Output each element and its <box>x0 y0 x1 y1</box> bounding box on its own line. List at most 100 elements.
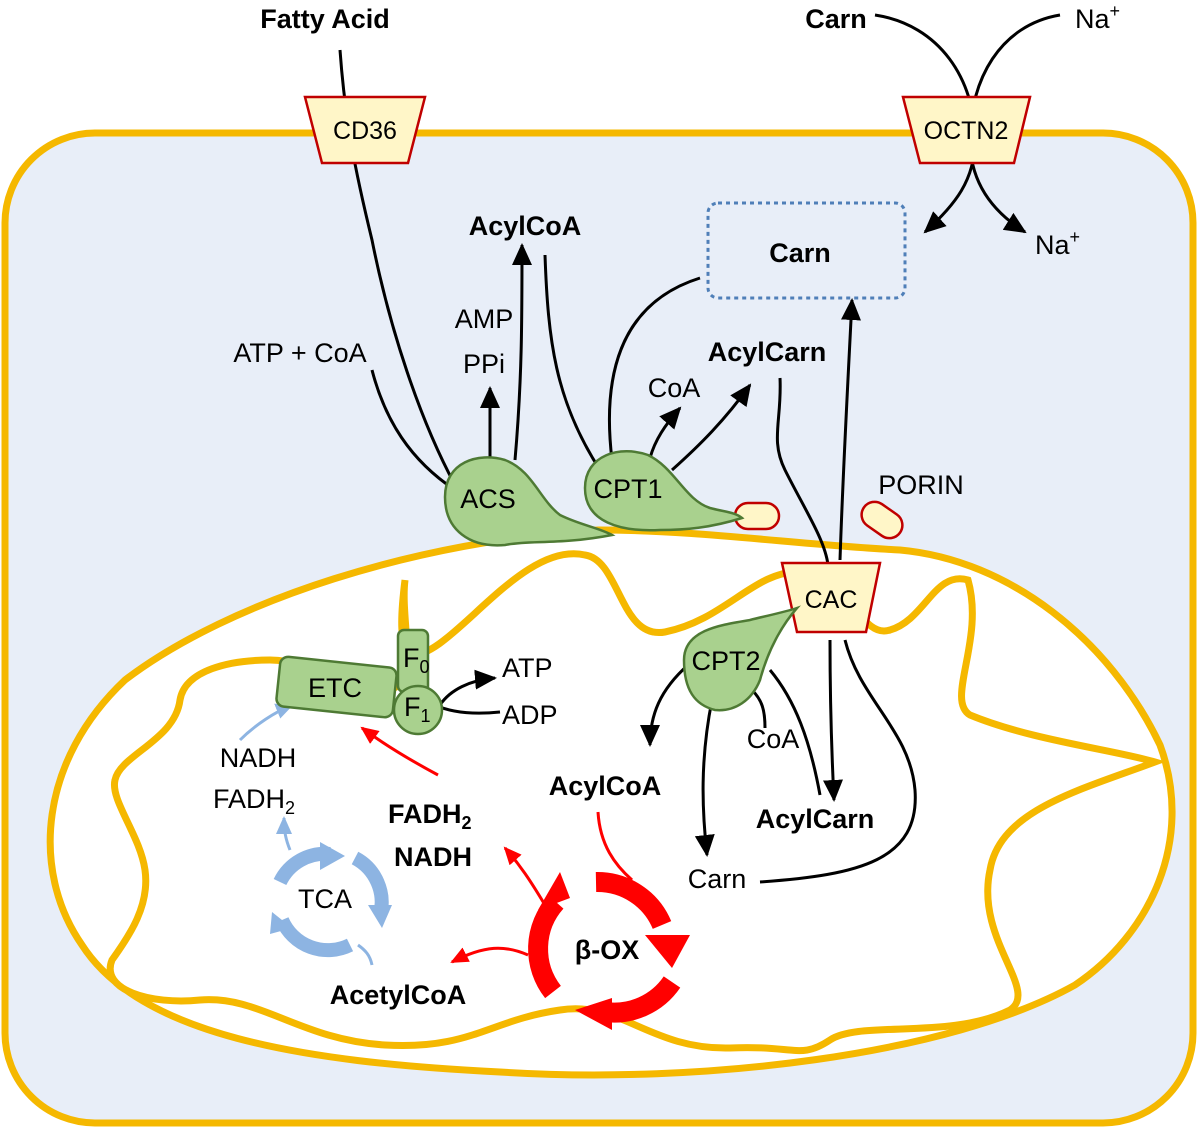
extracellular-sodium-label: Na+ <box>1075 1 1120 34</box>
cytosol-coa-label: CoA <box>648 373 701 403</box>
acs-shape <box>443 456 616 547</box>
acylcarn-to-cpt2-line <box>768 669 822 796</box>
acetylcoa-label: AcetylCoA <box>330 980 467 1010</box>
red-fadh2-label: FADH2 <box>388 799 472 833</box>
cpt2-label: CPT2 <box>691 646 760 676</box>
cpt1-label: CPT1 <box>593 474 662 504</box>
tca-arrowheads <box>270 842 392 934</box>
tca-head-2 <box>368 905 392 928</box>
f0-base: F <box>403 643 420 673</box>
porin-right <box>860 500 904 540</box>
acs-to-acylcoa-arrow <box>511 243 532 461</box>
f1-to-atp-arrow <box>438 669 497 706</box>
red-fadh2-base: FADH <box>388 799 462 829</box>
beta-oxidation-cycle <box>528 872 681 1023</box>
cd36-transporter[interactable]: CD36 <box>303 95 427 165</box>
octn2-label: OCTN2 <box>924 117 1009 145</box>
matrix-carn-label: Carn <box>688 864 747 894</box>
acylcoa-to-betaox-arrow <box>596 811 633 882</box>
cpt2-to-acylcoa-arrow <box>640 663 689 747</box>
matrix-acylcarn-label: AcylCarn <box>756 804 875 834</box>
tca-head-3 <box>270 912 292 934</box>
porin-label: PORIN <box>878 470 964 500</box>
fadh2-sub: 2 <box>285 798 295 818</box>
acylcarn-to-cac-line <box>775 377 830 566</box>
tca-to-nadh-arrow <box>276 816 293 851</box>
cytosol-sodium-base: Na <box>1035 230 1070 260</box>
tca-label: TCA <box>298 884 352 914</box>
amp-label: AMP <box>455 304 514 334</box>
cytosol-acylcoa-label: AcylCoA <box>469 211 582 241</box>
red-nadh-label: NADH <box>394 842 472 872</box>
betaox-to-acetylcoa-arrow <box>450 946 529 964</box>
extracellular-carn-label: Carn <box>805 4 867 34</box>
octn2-transporter[interactable]: OCTN2 <box>901 95 1032 165</box>
pathway-lines <box>338 13 1061 884</box>
cpt2-shape <box>682 605 802 712</box>
atp-label: ATP <box>502 653 553 683</box>
f1-sub: 1 <box>421 706 431 726</box>
cpt1-to-acylcarn-arrow <box>671 383 752 472</box>
f1-shape <box>392 684 444 736</box>
cac-to-carn-arrow <box>838 298 861 561</box>
acetylcoa-to-tca-line <box>357 943 374 966</box>
matrix-carn-to-cac-line <box>759 639 917 884</box>
red-fadh2-sub: 2 <box>462 813 472 833</box>
carn-pool-label: Carn <box>769 238 831 268</box>
beta-ox-arc-1 <box>595 872 672 930</box>
acs-enzyme[interactable]: ACS <box>443 456 616 547</box>
f1-label: F1 <box>404 692 431 726</box>
cpt2-to-carn-arrow <box>694 699 715 857</box>
fadh2-base: FADH <box>213 784 285 814</box>
etc-shape <box>275 655 398 719</box>
cpt2-enzyme[interactable]: CPT2 <box>682 605 802 712</box>
fatty-acid-label: Fatty Acid <box>260 4 390 34</box>
betaox-to-fadh2-arrow <box>503 846 547 906</box>
acs-label: ACS <box>460 484 516 514</box>
f1-base: F <box>404 692 421 722</box>
cd36-label: CD36 <box>333 117 397 145</box>
extracellular-sodium-charge: + <box>1110 1 1121 21</box>
cpt1-to-coa-arrow <box>648 406 682 459</box>
porin-left <box>733 501 781 531</box>
cac-transporter[interactable]: CAC <box>780 561 882 634</box>
atp-coa-label: ATP + CoA <box>233 338 366 368</box>
matrix-acylcoa-label: AcylCoA <box>549 771 662 801</box>
fadh2-label: FADH2 <box>213 784 295 818</box>
etc-complex[interactable]: ETC <box>275 655 398 719</box>
octn2-shape <box>901 95 1032 165</box>
ppi-label: PPi <box>463 349 505 379</box>
cytosol-acylcarn-label: AcylCarn <box>708 337 827 367</box>
cac-label: CAC <box>805 586 858 614</box>
fadh2-to-etc-arrow <box>360 726 439 777</box>
cd36-shape <box>303 95 427 165</box>
adp-label: ADP <box>502 700 558 730</box>
cac-to-matrix-acylcarn-arrow <box>823 639 843 802</box>
matrix-coa-label: CoA <box>747 724 800 754</box>
beta-ox-head-2 <box>575 998 612 1030</box>
acylcoa-to-cpt1-line <box>543 254 602 471</box>
cpt1-enzyme[interactable]: CPT1 <box>583 450 745 532</box>
beta-ox-arc-2 <box>603 976 681 1023</box>
beta-ox-head-1 <box>645 935 690 968</box>
atp-coa-line <box>370 369 456 492</box>
beta-oxidation-arrowheads <box>538 872 690 1030</box>
etc-label: ETC <box>308 673 362 703</box>
nadh-label: NADH <box>220 743 297 773</box>
cytosol-sodium-label: Na+ <box>1035 227 1080 260</box>
cpt1-shape <box>583 450 745 532</box>
f0-sub: 0 <box>420 657 430 677</box>
tca-head-1 <box>320 842 345 870</box>
atp-synthase[interactable]: F0 F1 <box>392 628 444 736</box>
mitochondrial-inner-membrane <box>106 550 1166 1055</box>
cytosol-sodium-charge: + <box>1070 227 1081 247</box>
beta-ox-head-3 <box>538 872 570 910</box>
carn-to-cpt1-line <box>607 276 701 461</box>
beta-oxidation-arrows <box>360 726 633 964</box>
f0-label: F0 <box>403 643 430 677</box>
beta-ox-arc-3 <box>528 895 564 999</box>
carn-pool-box <box>706 201 907 300</box>
beta-ox-label: β-OX <box>575 935 639 965</box>
extracellular-sodium-base: Na <box>1075 4 1110 34</box>
